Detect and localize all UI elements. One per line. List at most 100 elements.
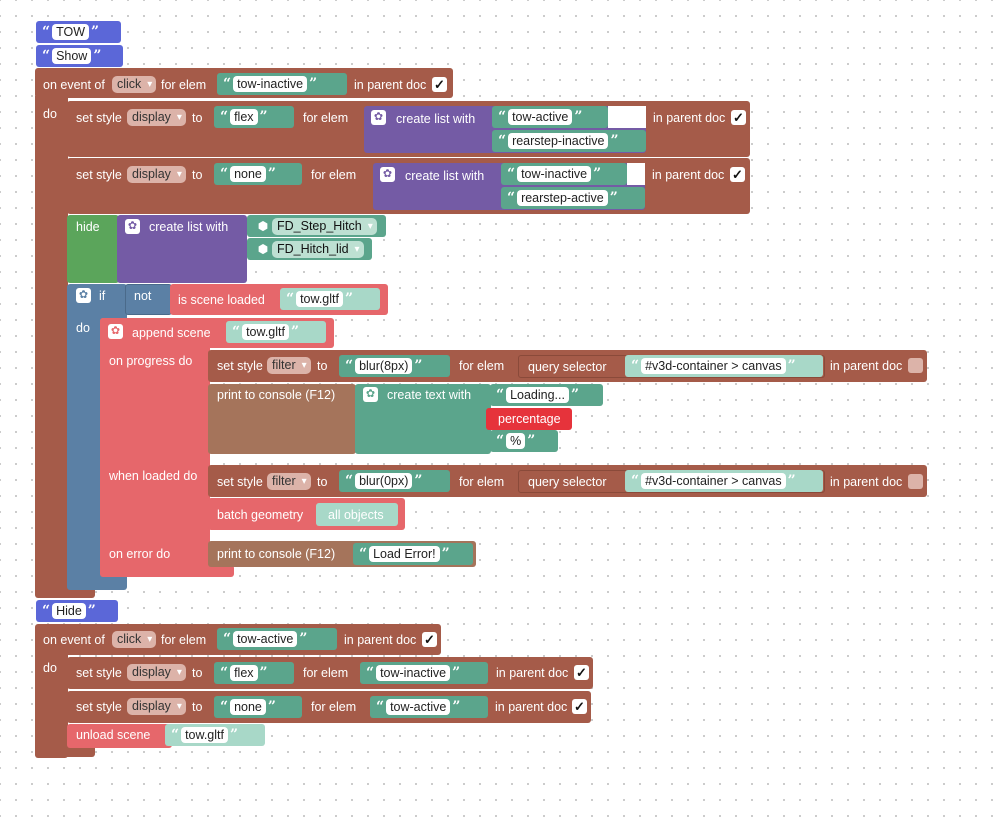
list-item-value[interactable]: rearstep-active <box>517 190 608 206</box>
gear-icon[interactable]: ✿ <box>125 219 140 234</box>
proc-show-label[interactable]: Show <box>52 48 92 64</box>
style-value-string[interactable]: “flex” <box>214 662 294 684</box>
style-value-string[interactable]: “flex” <box>214 106 294 128</box>
text-item-value[interactable]: % <box>506 433 526 449</box>
text-item-string[interactable]: “Loading...” <box>490 384 603 406</box>
proc-tow-label[interactable]: TOW <box>52 24 89 40</box>
quote-close-icon: ” <box>290 324 300 340</box>
gear-icon[interactable]: ✿ <box>380 167 395 182</box>
list-item-value[interactable]: tow-active <box>508 109 573 125</box>
style-prop-dropdown[interactable]: filter <box>267 357 311 374</box>
elem-string[interactable]: “tow-active” <box>370 696 488 718</box>
append-scene-block[interactable] <box>100 318 210 576</box>
style-prop-dropdown[interactable]: display <box>127 698 186 715</box>
selector-string[interactable]: “#v3d-container > canvas” <box>625 355 823 377</box>
event-elem-value[interactable]: tow-inactive <box>233 76 308 92</box>
quote-close-icon: ” <box>574 109 583 125</box>
elem-value[interactable]: tow-active <box>386 699 451 715</box>
append-scene-label: append scene <box>132 326 211 340</box>
proc-hide-label[interactable]: Hide <box>52 603 86 619</box>
style-value[interactable]: none <box>230 699 266 715</box>
style-prop-dropdown[interactable]: filter <box>267 473 311 490</box>
gear-icon[interactable]: ✿ <box>108 324 123 339</box>
in-parent-doc-checkbox[interactable]: ✓ <box>731 110 746 125</box>
gear-icon[interactable]: ✿ <box>371 110 386 125</box>
for-elem-label: for elem <box>303 111 349 125</box>
percentage-label: percentage <box>498 412 561 426</box>
style-value-string[interactable]: “none” <box>214 163 302 185</box>
gear-icon[interactable]: ✿ <box>76 288 91 303</box>
unload-scene-block[interactable] <box>67 724 172 748</box>
quote-open-icon: “ <box>345 358 354 374</box>
style-value[interactable]: none <box>230 166 266 182</box>
event-elem-string[interactable]: “tow-inactive” <box>217 73 347 95</box>
quote-open-icon: “ <box>232 324 241 340</box>
in-parent-doc-checkbox[interactable]: ✓ <box>432 77 447 92</box>
print-console-label: print to console (F12) <box>217 388 336 402</box>
error-string[interactable]: “Load Error!” <box>353 543 473 565</box>
selector-value[interactable]: #v3d-container > canvas <box>641 358 786 374</box>
gear-icon[interactable]: ✿ <box>363 387 378 402</box>
hide-event-footer <box>35 745 95 757</box>
style-value-string[interactable]: “none” <box>214 696 302 718</box>
scene-string[interactable]: “tow.gltf” <box>226 321 326 343</box>
scene-value[interactable]: tow.gltf <box>181 727 228 743</box>
empty-slot <box>608 106 646 128</box>
cube-icon: ⬢ <box>257 242 269 256</box>
style-value[interactable]: flex <box>230 665 258 681</box>
scene-value[interactable]: tow.gltf <box>242 324 289 340</box>
set-style-label: set style <box>217 359 263 373</box>
selector-value[interactable]: #v3d-container > canvas <box>641 473 786 489</box>
on-progress-label: on progress do <box>109 354 193 368</box>
style-prop-dropdown[interactable]: display <box>127 166 186 183</box>
in-parent-doc-checkbox[interactable]: ✓ <box>574 665 589 680</box>
list-item-string[interactable]: “tow-inactive” <box>501 163 627 185</box>
style-value[interactable]: blur(8px) <box>355 358 413 374</box>
batch-geometry-label: batch geometry <box>217 508 304 522</box>
scene-string[interactable]: “tow.gltf” <box>280 288 380 310</box>
in-parent-doc-checkbox[interactable] <box>908 358 923 373</box>
list-item-string[interactable]: “rearstep-active” <box>501 187 645 209</box>
proc-hide-block[interactable]: “Hide” <box>36 600 118 622</box>
list-item-value[interactable]: rearstep-inactive <box>508 133 609 149</box>
selector-string[interactable]: “#v3d-container > canvas” <box>625 470 823 492</box>
object-dropdown[interactable]: FD_Step_Hitch <box>272 218 377 235</box>
elem-string[interactable]: “tow-inactive” <box>360 662 488 684</box>
event-elem-string[interactable]: “tow-active” <box>217 628 337 650</box>
quote-open-icon: “ <box>359 546 368 562</box>
event-type-dropdown[interactable]: click <box>112 76 157 93</box>
list-item-value[interactable]: tow-inactive <box>517 166 592 182</box>
if-label: if <box>99 289 106 303</box>
list-item-string[interactable]: “tow-active” <box>492 106 608 128</box>
style-prop-dropdown[interactable]: display <box>127 109 186 126</box>
text-item-value[interactable]: Loading... <box>506 387 569 403</box>
style-value[interactable]: flex <box>230 109 258 125</box>
style-value-string[interactable]: “blur(0px)” <box>339 470 450 492</box>
percentage-variable-block[interactable] <box>486 408 572 430</box>
elem-value[interactable]: tow-inactive <box>376 665 451 681</box>
in-parent-doc-label: in parent doc <box>496 666 569 680</box>
proc-show-block[interactable]: “Show” <box>36 45 123 67</box>
object-dropdown[interactable]: FD_Hitch_lid <box>272 241 364 258</box>
hide-block[interactable] <box>67 215 119 283</box>
do-label: do <box>43 661 57 675</box>
print-console-block[interactable] <box>208 384 356 454</box>
in-parent-doc-checkbox[interactable] <box>908 474 923 489</box>
scene-string[interactable]: “tow.gltf” <box>165 724 265 746</box>
in-parent-doc-checkbox[interactable]: ✓ <box>572 699 587 714</box>
scene-value[interactable]: tow.gltf <box>296 291 343 307</box>
in-parent-doc-checkbox[interactable]: ✓ <box>422 632 437 647</box>
text-item-string[interactable]: “%” <box>490 430 558 452</box>
style-value-string[interactable]: “blur(8px)” <box>339 355 450 377</box>
event-type-dropdown[interactable]: click <box>112 631 157 648</box>
error-value[interactable]: Load Error! <box>369 546 440 562</box>
all-objects-block[interactable] <box>316 503 398 526</box>
style-value[interactable]: blur(0px) <box>355 473 413 489</box>
not-block[interactable] <box>125 284 172 315</box>
in-parent-doc-checkbox[interactable]: ✓ <box>730 167 745 182</box>
list-item-string[interactable]: “rearstep-inactive” <box>492 130 646 152</box>
event-elem-value[interactable]: tow-active <box>233 631 298 647</box>
style-prop-dropdown[interactable]: display <box>127 664 186 681</box>
quote-close-icon: ” <box>267 699 276 715</box>
proc-tow-block[interactable]: “TOW” <box>36 21 121 43</box>
